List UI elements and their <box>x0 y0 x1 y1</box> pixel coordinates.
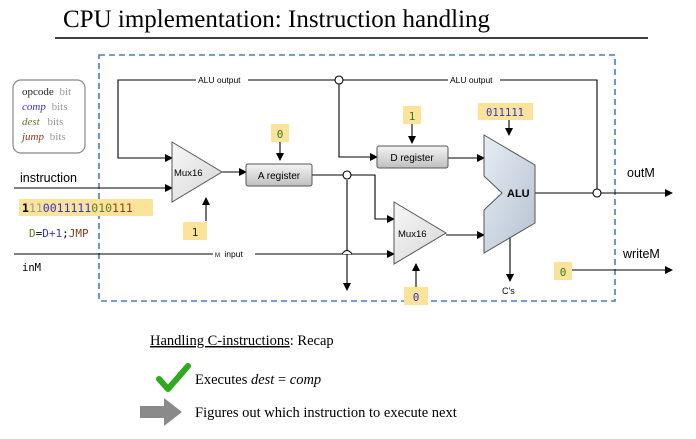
page-title: CPU implementation: Instruction handling <box>63 6 491 33</box>
svg-text:comp bits: comp bits <box>22 101 67 113</box>
assembly-instruction: D=D+1;JMP <box>29 227 89 240</box>
d-reg-control-badge <box>403 106 421 124</box>
checkmark-icon <box>156 363 191 392</box>
mux16-b <box>393 201 447 265</box>
svg-text:0: 0 <box>560 266 567 279</box>
writem-value-badge <box>554 262 572 280</box>
alu-output-label-left: ALU output <box>198 75 241 85</box>
svg-text:0: 0 <box>277 128 284 141</box>
mux16-a <box>171 141 223 203</box>
instruction-bits-highlight <box>19 199 153 216</box>
m-input-label: M input <box>215 249 243 259</box>
mux1-control-badge <box>183 222 207 240</box>
bit-legend: opcode bit comp bits dest bits jump bits <box>12 79 86 154</box>
wires <box>14 79 673 291</box>
alu-control-badge <box>478 103 533 120</box>
outm-label: outM <box>627 166 655 180</box>
alu-output-label-right: ALU output <box>450 75 493 85</box>
svg-text:0: 0 <box>413 291 420 304</box>
d-register-label: D register <box>390 153 434 164</box>
recap-item-executes: Executes dest = comp <box>195 372 321 388</box>
inm-label: inM <box>22 262 41 274</box>
mux16-b-label: Mux16 <box>398 229 427 240</box>
recap-heading: Handling C-instructions: Recap <box>150 333 334 349</box>
svg-text:jump bits: jump bits <box>20 131 66 143</box>
d-register <box>376 145 449 169</box>
a-reg-control-badge <box>271 124 289 142</box>
alu-output-node-top <box>334 75 344 85</box>
cs-label: C's <box>502 286 515 296</box>
mux2-control-badge <box>404 287 428 305</box>
svg-text:dest bits: dest bits <box>22 116 63 128</box>
mux16-a-label: Mux16 <box>174 168 203 179</box>
a-register-output-node <box>342 170 352 180</box>
instruction-bits: 1110011111010111 <box>22 201 133 215</box>
alu-label: ALU <box>507 188 530 200</box>
cpu-boundary <box>98 54 616 302</box>
a-register <box>245 163 313 187</box>
instruction-label: instruction <box>20 171 77 185</box>
writem-label: writeM <box>622 247 660 261</box>
alu-output-node <box>592 188 602 198</box>
svg-text:opcode bit: opcode bit <box>22 86 71 98</box>
recap-item-next: Figures out which instruction to execute… <box>195 405 457 421</box>
svg-text:1: 1 <box>409 110 416 123</box>
svg-text:1: 1 <box>192 226 199 239</box>
alu <box>483 134 536 254</box>
right-arrow-icon <box>140 398 182 426</box>
wire-crossover <box>341 249 353 255</box>
svg-text:011111: 011111 <box>486 107 524 119</box>
a-register-label: A register <box>258 171 301 182</box>
